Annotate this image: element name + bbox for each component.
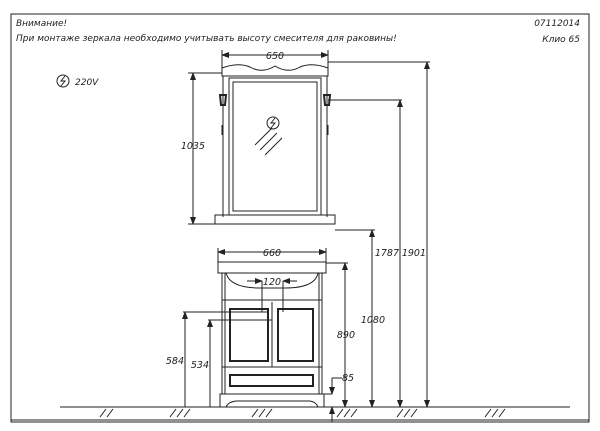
dim-1901: 1901 [402, 248, 426, 259]
dim-85: 85 [342, 373, 354, 384]
mirror [214, 64, 336, 225]
dim-584: 584 [166, 356, 184, 367]
floor [11, 406, 589, 421]
electric-outlet-icon [56, 74, 70, 88]
warning-title: Внимание! [16, 19, 67, 29]
vanity-cabinet [217, 261, 327, 408]
model-name: Клио 65 [542, 35, 580, 45]
dim-1080: 1080 [361, 315, 385, 326]
dim-mirror-width: 650 [266, 51, 284, 62]
dim-890: 890 [337, 330, 355, 341]
dim-534: 534 [191, 360, 209, 371]
dim-faucet-spacing: 120 [263, 277, 281, 288]
warning-text: При монтаже зеркала необходимо учитывать… [16, 34, 397, 44]
dim-mirror-height: 1035 [181, 141, 205, 152]
drawing-code: 07112014 [534, 19, 580, 29]
dimension-lines [182, 50, 430, 422]
power-label: 220V [75, 78, 99, 88]
dim-sink-width: 660 [263, 248, 281, 259]
dim-1787: 1787 [375, 248, 399, 259]
drawing-frame [10, 13, 590, 423]
